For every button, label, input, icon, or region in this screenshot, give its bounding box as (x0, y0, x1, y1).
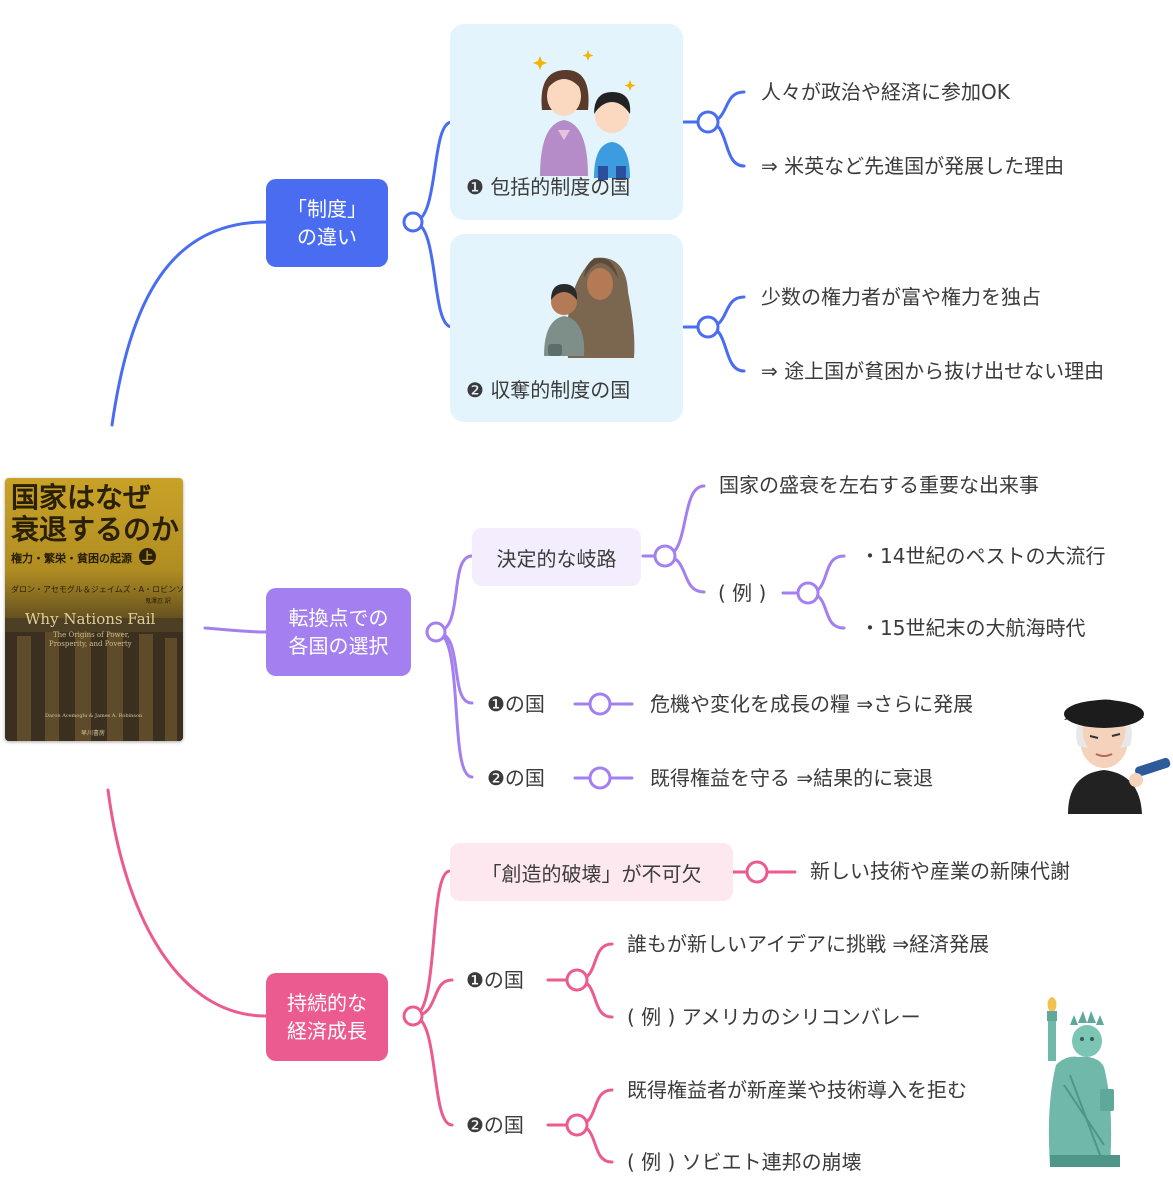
junction-dot (402, 211, 424, 233)
connector-branch3-children (411, 869, 454, 1127)
extractive-leaf-poverty: ⇒ 途上国が貧困から抜け出せない理由 (761, 359, 1105, 383)
inclusive-leaf-developed: ⇒ 米英など先進国が発展した理由 (761, 154, 1065, 178)
creative-destruction-leaf: 新しい技術や産業の新陳代謝 (810, 859, 1070, 883)
branch3-label-line1: 持続的な (287, 991, 367, 1015)
junction-dot (745, 860, 769, 884)
turning-country1-leaf: 危機や変化を成長の糧 ⇒さらに発展 (650, 692, 974, 716)
junction-dot (588, 766, 612, 790)
book-english-title: Why Nations Fail (25, 610, 156, 628)
growth-country2-leaf-refuse: 既得権益者が新産業や技術導入を拒む (627, 1078, 967, 1102)
decisive-juncture-pill[interactable]: 決定的な岐路 (472, 528, 641, 586)
junction-dot (696, 110, 720, 134)
book-english-authors: Daron Acemoglu & James A. Robinson (45, 713, 143, 719)
decisive-example-label: ( 例 ) (718, 581, 767, 605)
extractive-leaf-monopoly: 少数の権力者が富や権力を独占 (761, 285, 1041, 309)
turning-country1-label: ❶の国 (487, 692, 545, 716)
connector-root-branch3 (106, 788, 268, 1018)
turning-country2-leaf: 既得権益を守る ⇒結果的に衰退 (650, 766, 934, 790)
inclusive-leaf-participation: 人々が政治や経済に参加OK (761, 80, 1010, 104)
inclusive-institutions-card[interactable]: ❶ 包括的制度の国 (450, 24, 683, 220)
junction-dot (565, 968, 589, 992)
junction-dot (796, 581, 820, 605)
book-english-subtitle-2: Prosperity, and Poverty (49, 640, 132, 648)
decisive-leaf-event: 国家の盛衰を左右する重要な出来事 (719, 473, 1039, 497)
extractive-institutions-card[interactable]: ❷ 収奪的制度の国 (450, 234, 683, 422)
connector-branch2-children (434, 554, 474, 779)
creative-destruction-pill[interactable]: 「創造的破壊」が不可欠 (450, 843, 733, 901)
junction-dot (696, 315, 720, 339)
connector-root-branch2 (203, 626, 268, 634)
junction-dot (653, 544, 677, 568)
book-title-line1: 国家はなぜ (11, 481, 152, 514)
extractive-card-title: ❷ 収奪的制度の国 (466, 378, 631, 402)
example-age-of-discovery: ・15世紀末の大航海時代 (860, 616, 1086, 640)
turning-country2-label: ❷の国 (487, 766, 545, 790)
poor-mother-and-child-illustration (544, 257, 635, 358)
growth-country1-leaf-example: ( 例 ) アメリカのシリコンバレー (627, 1005, 921, 1029)
branch1-label-line2: の違い (297, 225, 357, 249)
book-english-subtitle-1: The Origins of Power, (53, 631, 130, 639)
growth-country2-leaf-example: ( 例 ) ソビエト連邦の崩壊 (627, 1150, 862, 1174)
junction-dot (565, 1113, 589, 1137)
book-volume-badge: 上 (139, 548, 156, 565)
junction-dot (425, 621, 447, 643)
statue-of-liberty-illustration (1047, 997, 1120, 1167)
branch-sustained-growth-node[interactable]: 持続的な 経済成長 (266, 973, 388, 1061)
book-subtitle: 権力・繁栄・貧困の起源 (11, 552, 132, 565)
branch2-label-line1: 転換点での (288, 606, 389, 630)
branch1-label-line1: 「制度」 (287, 197, 367, 221)
inclusive-card-title: ❶ 包括的制度の国 (466, 175, 631, 199)
book-publisher: 早川書房 (81, 730, 106, 737)
branch2-label-line2: 各国の選択 (288, 634, 389, 658)
book-pillars-art (5, 618, 183, 741)
book-cover-image: 国家はなぜ 衰退するのか 権力・繁栄・貧困の起源 上 ダロン・アセモグル＆ジェイ… (5, 478, 183, 741)
book-authors: ダロン・アセモグル＆ジェイムズ・A・ロビンソン (11, 585, 183, 594)
junction-dot (402, 1005, 424, 1027)
growth-country2-label: ❷の国 (466, 1113, 524, 1137)
book-translator: 鬼澤忍 訳 (145, 598, 171, 605)
junction-dot (588, 692, 612, 716)
growth-country1-label: ❶の国 (466, 968, 524, 992)
explorer-with-telescope-illustration (1064, 699, 1171, 814)
mother-and-child-illustration (533, 50, 636, 180)
connector-decisive-children (641, 484, 706, 594)
growth-country1-leaf-challenge: 誰もが新しいアイデアに挑戦 ⇒経済発展 (627, 932, 990, 956)
branch-institutions-node[interactable]: 「制度」 の違い (266, 179, 388, 267)
branch3-label-line2: 経済成長 (287, 1019, 367, 1043)
connector-root-branch1 (110, 220, 268, 427)
example-black-death: ・14世紀のペストの大流行 (860, 544, 1106, 568)
branch-turning-point-node[interactable]: 転換点での 各国の選択 (266, 588, 411, 676)
book-title-line2: 衰退するのか (11, 513, 180, 546)
